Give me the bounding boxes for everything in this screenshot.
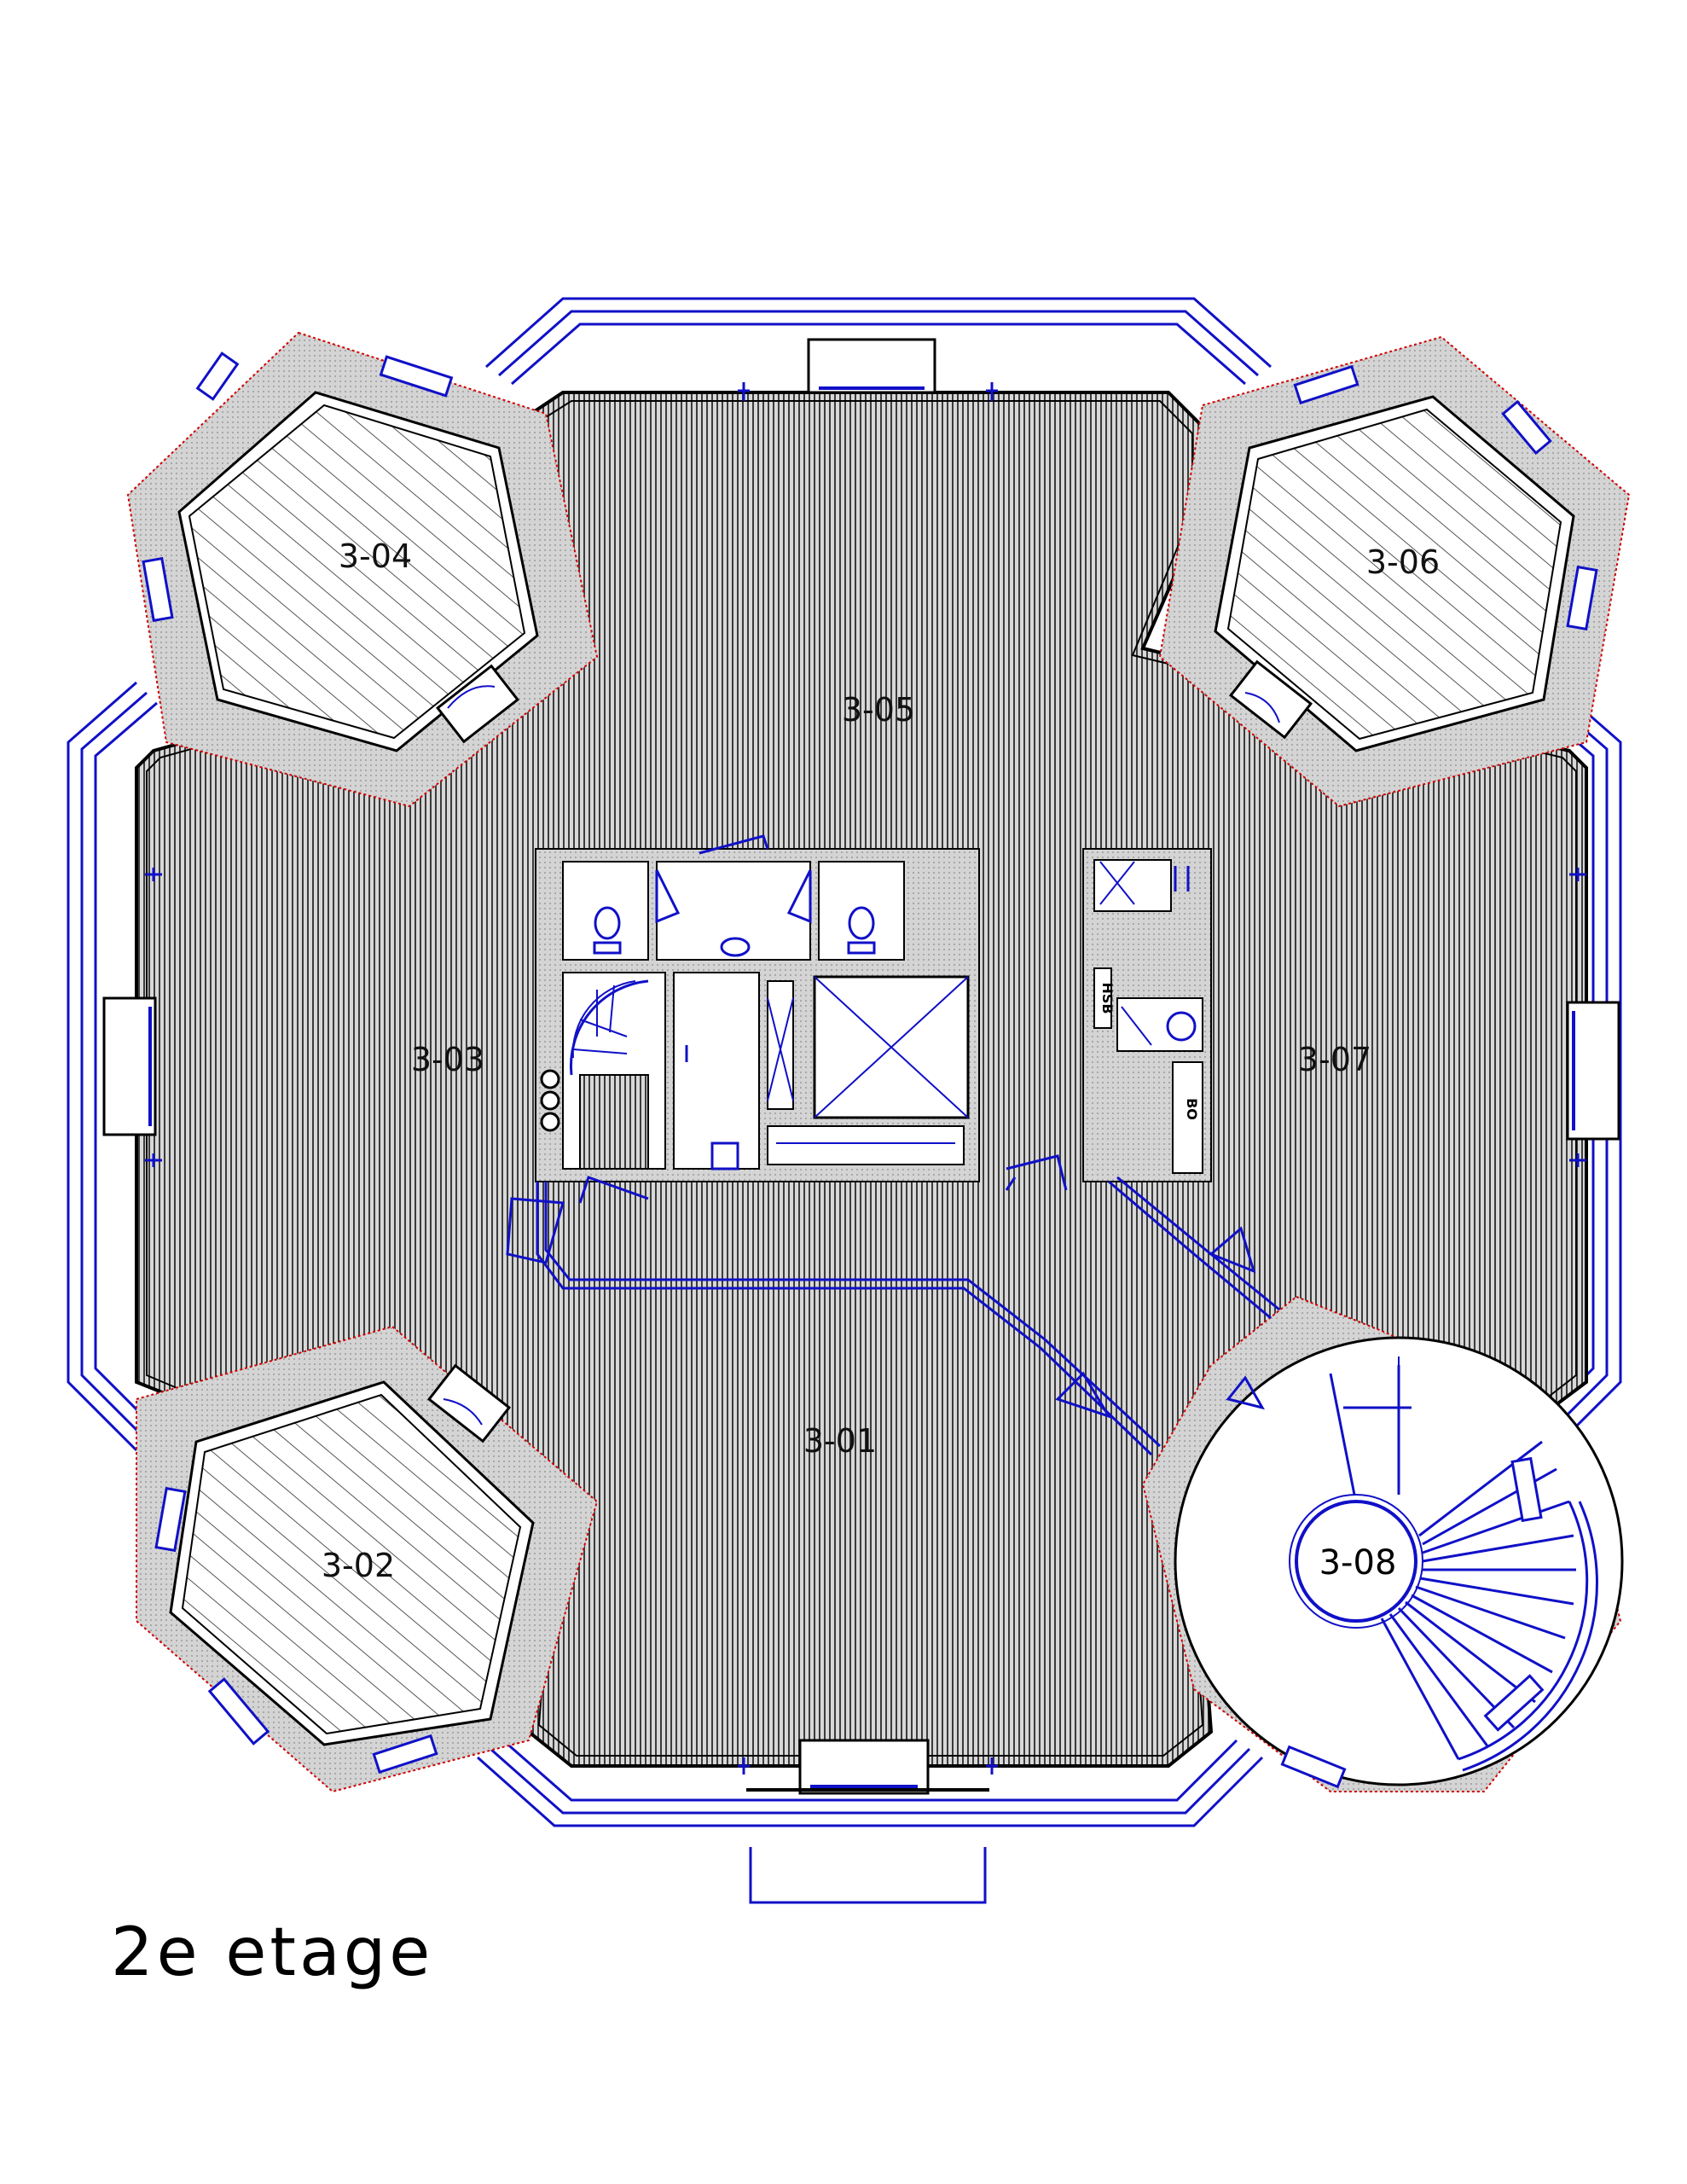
wall-ties (145, 382, 1586, 1774)
room-label-3-05: 3-05 (842, 691, 915, 729)
service-label-hsb: HSB (1099, 982, 1116, 1014)
room-3-02-shape (136, 1325, 599, 1793)
room-label-3-03: 3-03 (411, 1041, 484, 1078)
room-label-3-02: 3-02 (322, 1547, 395, 1584)
service-routing (506, 1154, 1280, 1456)
room-label-3-07: 3-07 (1298, 1041, 1371, 1078)
room-label-3-04: 3-04 (339, 537, 412, 575)
room-label-3-06: 3-06 (1366, 543, 1440, 581)
windows (102, 338, 1620, 1795)
floor-title: 2e etage (111, 1914, 433, 1991)
service-label-bo: BO (1184, 1098, 1200, 1120)
room-3-06-shape (1158, 335, 1631, 808)
room-label-3-01: 3-01 (803, 1422, 877, 1460)
room-3-04-shape (126, 331, 599, 808)
room-label-3-08: 3-08 (1319, 1543, 1397, 1583)
room-3-08-shape (1141, 1295, 1624, 1792)
balcony-rails (67, 297, 1622, 1904)
service-core (535, 834, 1212, 1182)
